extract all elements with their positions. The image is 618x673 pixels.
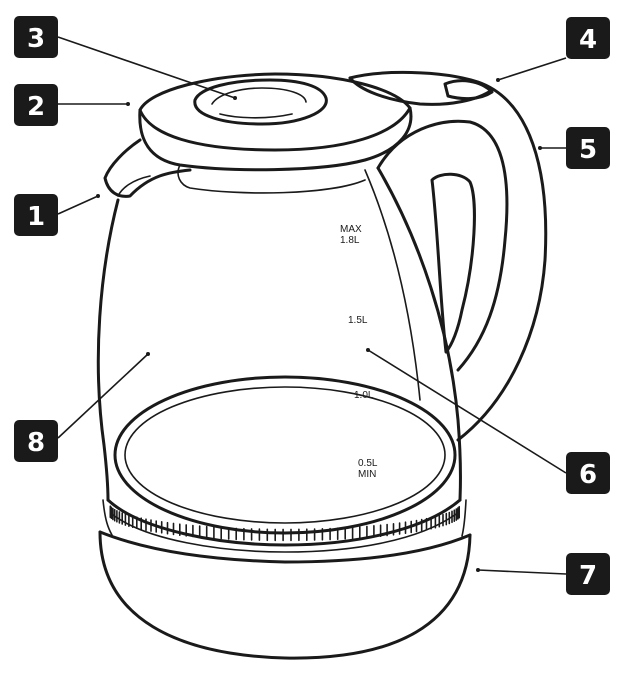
callout-7: 7 bbox=[566, 553, 610, 595]
callout-2: 2 bbox=[14, 84, 58, 126]
heating-ring bbox=[106, 498, 462, 553]
callout-4-label: 4 bbox=[579, 25, 597, 55]
heating-ring-ridges bbox=[109, 505, 460, 542]
scale-min-label: MIN bbox=[358, 469, 376, 480]
callout-6: 6 bbox=[566, 452, 610, 494]
callout-2-label: 2 bbox=[27, 92, 45, 122]
callout-5-label: 5 bbox=[579, 135, 597, 165]
scale-1-5-label: 1.5L bbox=[348, 315, 368, 326]
callout-8-label: 8 bbox=[27, 428, 45, 458]
water-level-indicator: MAX 1.8L 1.5L 1.0L 0.5L MIN bbox=[340, 224, 378, 480]
lid bbox=[138, 72, 413, 194]
callout-6-label: 6 bbox=[579, 460, 597, 490]
callout-3: 3 bbox=[14, 16, 58, 58]
callout-4: 4 bbox=[566, 17, 610, 59]
callout-3-label: 3 bbox=[27, 24, 45, 54]
leader-lines bbox=[57, 36, 567, 575]
scale-max-label: MAX bbox=[340, 224, 362, 235]
callout-5: 5 bbox=[566, 127, 610, 169]
spout bbox=[103, 138, 192, 198]
scale-1-0-label: 1.0L bbox=[354, 390, 374, 401]
callout-1: 1 bbox=[14, 194, 58, 236]
callout-badges: 1 2 3 4 5 6 7 8 bbox=[14, 16, 610, 595]
scale-min-volume: 0.5L bbox=[358, 458, 378, 469]
callout-7-label: 7 bbox=[579, 561, 597, 591]
handle bbox=[348, 70, 548, 442]
power-base bbox=[98, 499, 472, 660]
callout-8: 8 bbox=[14, 420, 58, 462]
callout-1-label: 1 bbox=[27, 202, 45, 232]
kettle-illustration: MAX 1.8L 1.5L 1.0L 0.5L MIN bbox=[96, 70, 548, 660]
scale-max-volume: 1.8L bbox=[340, 235, 360, 246]
glass-body bbox=[96, 166, 462, 535]
